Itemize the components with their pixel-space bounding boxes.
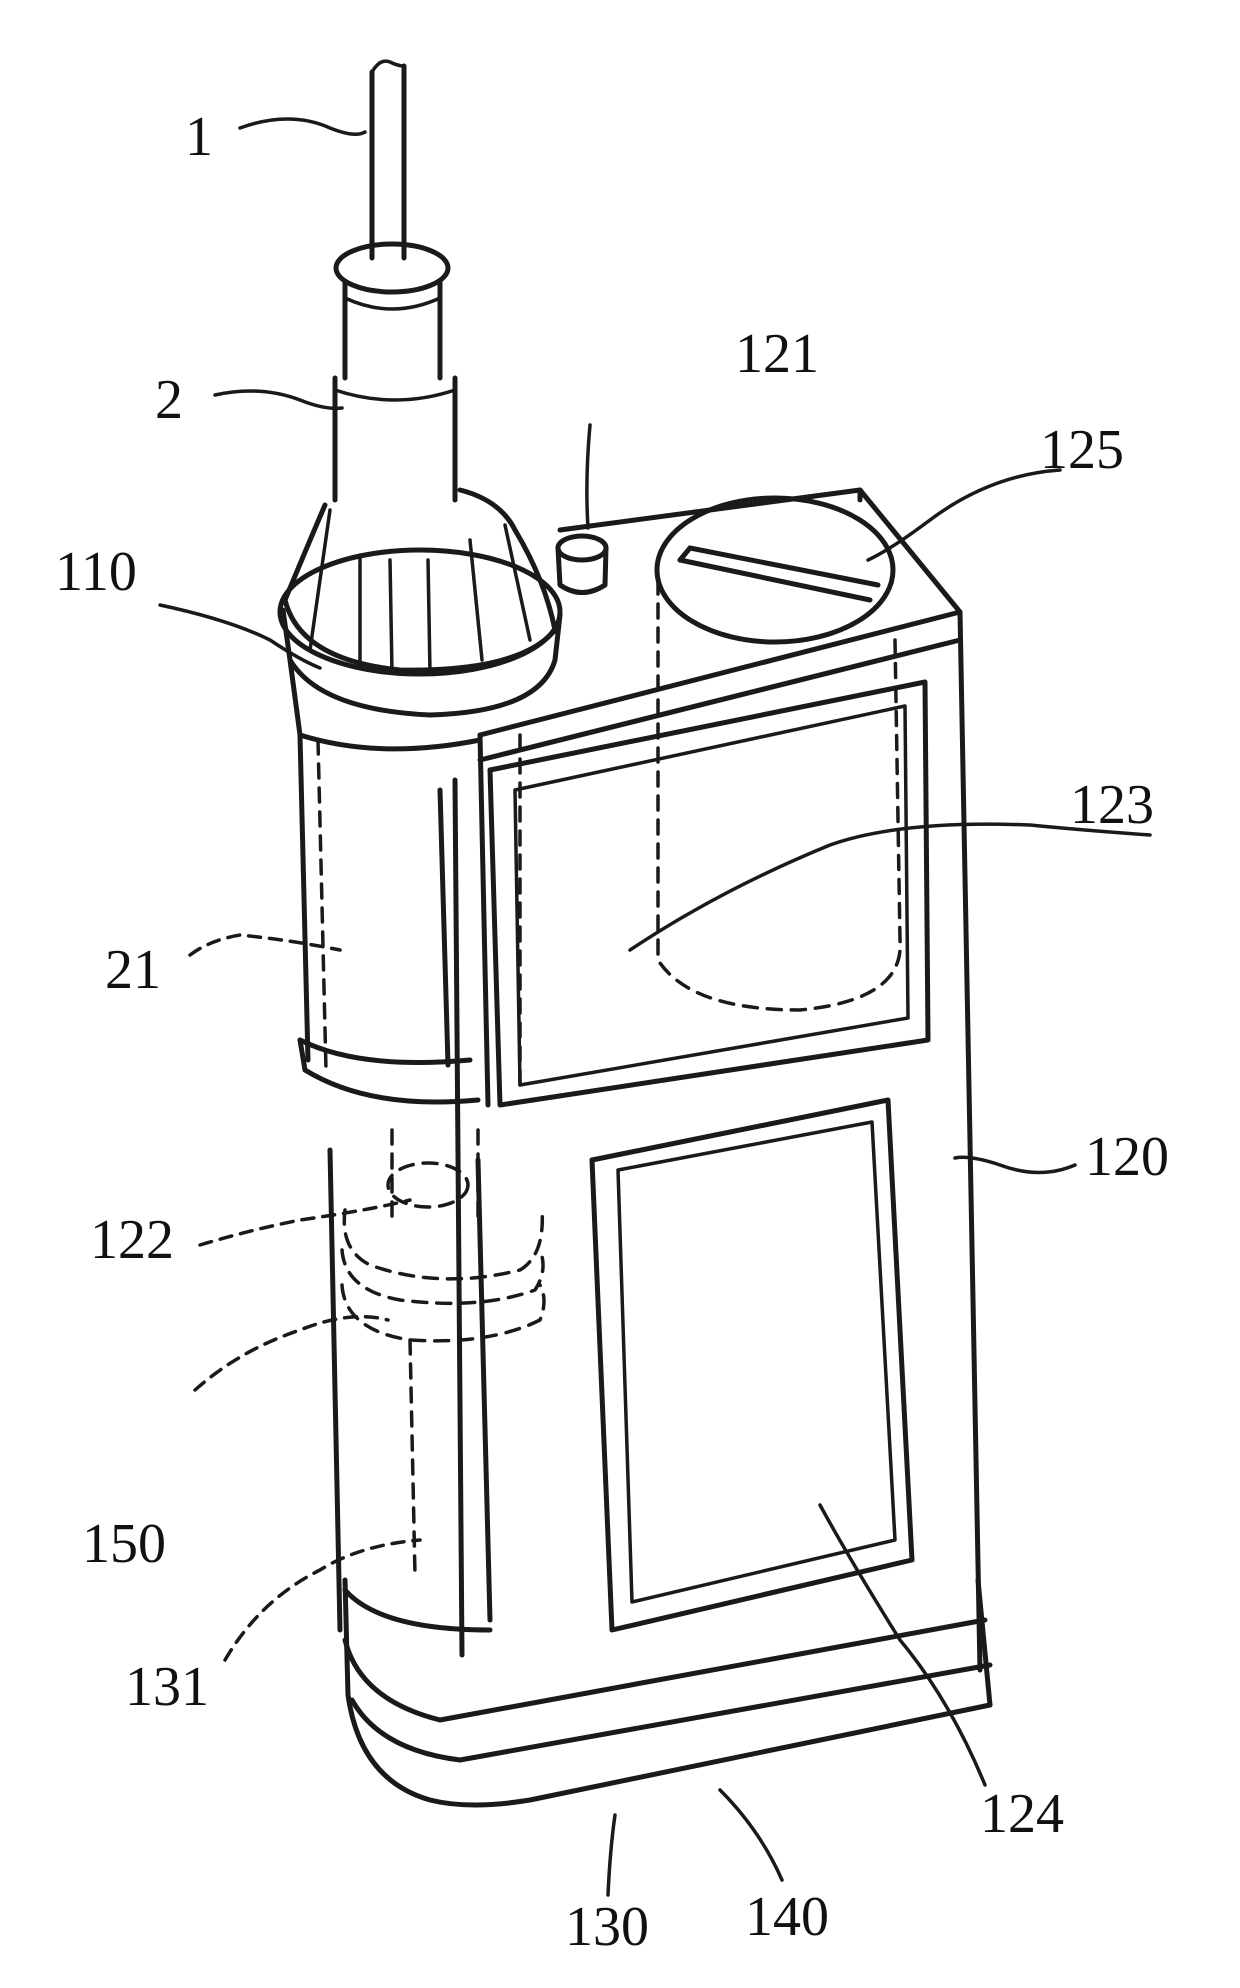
tube-1 [372, 61, 404, 258]
window-124 [592, 1100, 912, 1630]
window-123 [490, 682, 928, 1105]
lower-chamber [330, 1130, 544, 1630]
label-2: 2 [155, 369, 183, 431]
reference-labels: 1 2 110 121 125 123 21 120 122 150 131 1… [55, 106, 1169, 1958]
label-131: 131 [125, 1656, 209, 1718]
label-21: 21 [105, 939, 161, 1001]
label-121: 121 [735, 323, 819, 385]
label-150: 150 [82, 1513, 166, 1575]
label-122: 122 [90, 1209, 174, 1271]
label-125: 125 [1040, 419, 1124, 481]
connector-2 [335, 244, 455, 500]
label-1: 1 [185, 106, 213, 168]
label-140: 140 [745, 1886, 829, 1948]
label-123: 123 [1070, 774, 1154, 836]
label-124: 124 [980, 1783, 1064, 1845]
label-110: 110 [55, 541, 137, 603]
label-130: 130 [565, 1896, 649, 1958]
label-120: 120 [1085, 1126, 1169, 1188]
collar-110 [280, 490, 560, 749]
knob-125 [657, 498, 900, 1010]
button-121 [558, 536, 606, 593]
